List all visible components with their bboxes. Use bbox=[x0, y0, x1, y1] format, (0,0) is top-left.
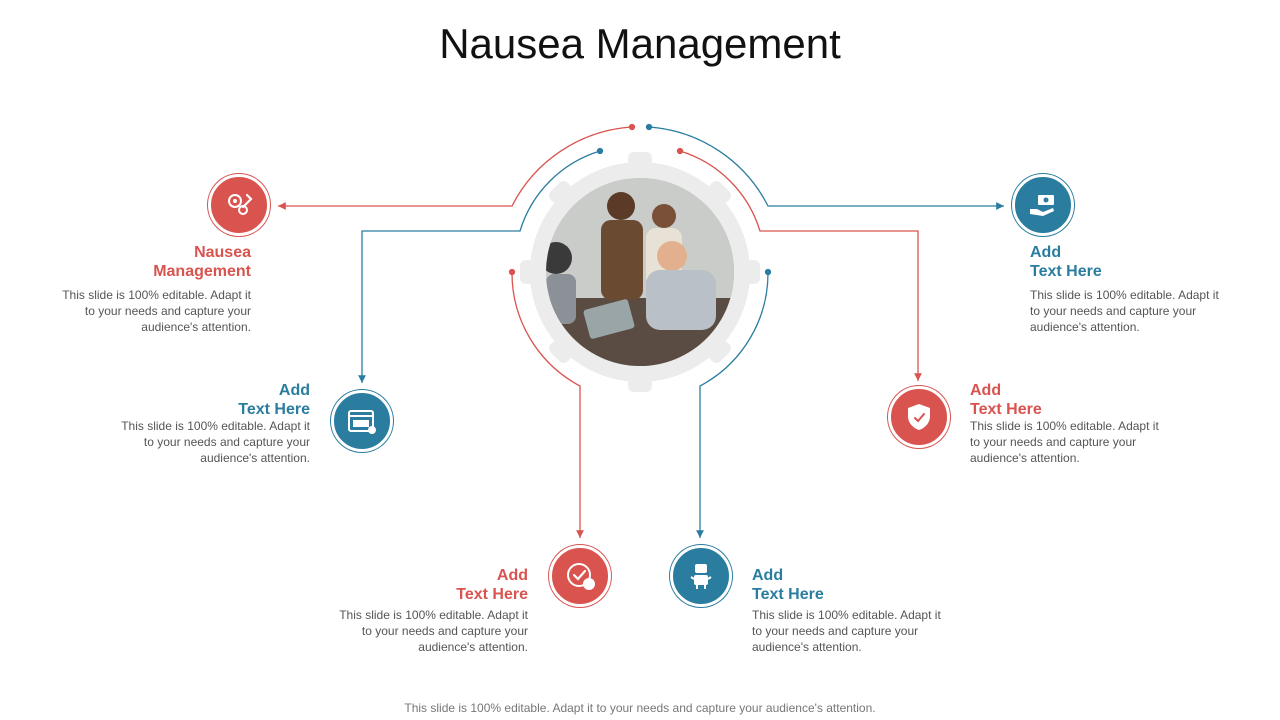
item-3-description: This slide is 100% editable. Adapt it to… bbox=[339, 608, 528, 654]
item-2-description: This slide is 100% editable. Adapt it to… bbox=[121, 419, 310, 465]
gears-wrench-icon bbox=[228, 193, 253, 215]
item-5-heading: Add Text Here bbox=[970, 381, 1120, 419]
robot-icon bbox=[690, 564, 712, 589]
team-meeting-illustration bbox=[546, 178, 734, 366]
item-6-heading: Add Text Here bbox=[1030, 243, 1180, 281]
connector-item-6 bbox=[645, 123, 1004, 210]
item-5-description: This slide is 100% editable. Adapt it to… bbox=[970, 419, 1159, 465]
item-2-heading: Add Text Here bbox=[160, 381, 310, 419]
item-1-heading-line2: Management bbox=[153, 263, 251, 280]
item-2-heading-line1: Add bbox=[278, 382, 310, 399]
item-6-heading-line1: Add bbox=[1030, 244, 1062, 261]
item-2-heading-line2: Text Here bbox=[238, 401, 310, 418]
item-1-description: This slide is 100% editable. Adapt it to… bbox=[62, 288, 251, 334]
shield-check-icon bbox=[908, 404, 930, 430]
node-item-3[interactable] bbox=[549, 545, 611, 607]
slide-title: Nausea Management bbox=[439, 20, 841, 67]
item-4-heading: Add Text Here bbox=[752, 566, 902, 604]
connector-item-2 bbox=[358, 147, 604, 383]
connector-item-3 bbox=[508, 268, 584, 538]
item-3-heading: Add Text Here bbox=[378, 566, 528, 604]
item-1-heading-line1: Nausea bbox=[194, 244, 251, 261]
item-4-heading-line2: Text Here bbox=[752, 586, 824, 603]
node-item-5[interactable] bbox=[888, 386, 950, 448]
404-error-icon bbox=[348, 410, 376, 434]
item-4-description: This slide is 100% editable. Adapt it to… bbox=[752, 608, 941, 654]
item-5-heading-line2: Text Here bbox=[970, 401, 1042, 418]
item-6-description: This slide is 100% editable. Adapt it to… bbox=[1030, 288, 1219, 334]
24-hour-clock-icon bbox=[567, 563, 595, 590]
node-item-2[interactable] bbox=[331, 390, 393, 452]
item-1-heading: Nausea Management bbox=[101, 243, 251, 281]
hand-money-icon bbox=[1030, 195, 1054, 216]
connector-item-4 bbox=[696, 268, 772, 538]
footer-note: This slide is 100% editable. Adapt it to… bbox=[404, 701, 876, 715]
connector-item-5 bbox=[676, 147, 922, 381]
node-item-6[interactable] bbox=[1012, 174, 1074, 236]
node-item-4[interactable] bbox=[670, 545, 732, 607]
item-6-heading-line2: Text Here bbox=[1030, 263, 1102, 280]
item-3-heading-line1: Add bbox=[496, 567, 528, 584]
item-4-heading-line1: Add bbox=[752, 567, 784, 584]
node-nausea-management[interactable] bbox=[208, 174, 270, 236]
item-3-heading-line2: Text Here bbox=[456, 586, 528, 603]
connector-nausea-management bbox=[278, 123, 636, 210]
item-5-heading-line1: Add bbox=[970, 382, 1002, 399]
team-meeting-photo bbox=[546, 178, 734, 366]
